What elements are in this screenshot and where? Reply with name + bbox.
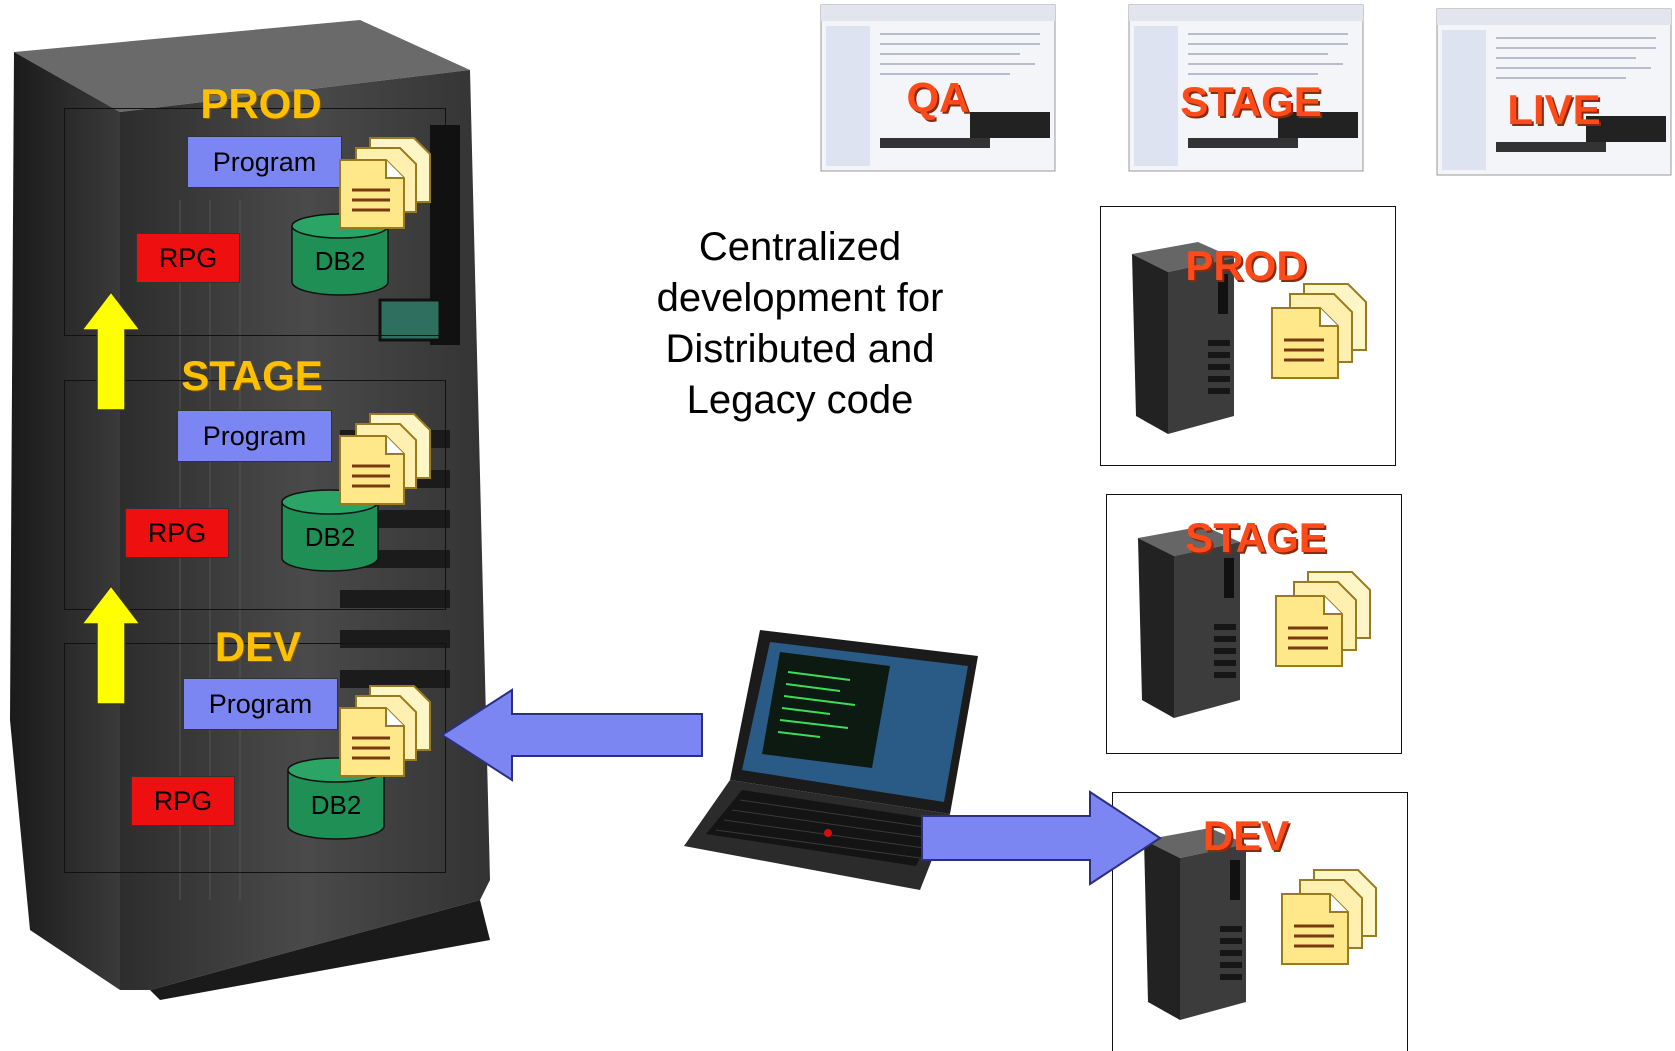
distributed-stage-document-stack-icon bbox=[1275, 571, 1371, 667]
laptop-icon bbox=[684, 630, 978, 890]
distributed-prod-document-stack-icon bbox=[1271, 283, 1367, 379]
stage-db2-database-cylinder-icon: DB2 bbox=[281, 489, 379, 572]
distributed-stage-title: STAGE bbox=[1185, 514, 1327, 561]
stage-document-stack-icon bbox=[339, 413, 431, 505]
prod-rpg-box: RPG bbox=[136, 233, 240, 283]
dev-db2-database-cylinder-icon: DB2 bbox=[287, 757, 385, 840]
distributed-prod-title: PROD bbox=[1185, 242, 1307, 289]
live-web-page-label: LIVE bbox=[1507, 86, 1601, 133]
distributed-dev-server-tower-icon bbox=[1144, 828, 1246, 1020]
stage-db2-label: DB2 bbox=[305, 522, 356, 552]
prod-document-stack-icon bbox=[339, 137, 431, 229]
stage-to-prod-arrow-up-icon bbox=[80, 290, 142, 411]
distributed-stage-server-tower-icon bbox=[1138, 526, 1240, 718]
stage-web-page-label: STAGE bbox=[1180, 78, 1322, 125]
laptop-to-distributed-dev-arrow-right-icon bbox=[921, 790, 1162, 886]
prod-program-box: Program bbox=[187, 136, 342, 188]
prod-environment-frame bbox=[64, 108, 446, 336]
caption-line-1: Centralized bbox=[698, 225, 902, 269]
caption-line-3: Distributed and bbox=[665, 327, 935, 371]
caption-line-4: Legacy code bbox=[686, 378, 914, 422]
dev-program-box: Program bbox=[183, 678, 338, 730]
caption-line-2: development for bbox=[656, 276, 944, 320]
laptop-to-mainframe-dev-arrow-left-icon bbox=[440, 688, 703, 782]
dev-environment-title: DEV bbox=[214, 623, 302, 670]
stage-rpg-box: RPG bbox=[125, 508, 229, 558]
stage-environment-frame bbox=[64, 380, 446, 610]
dev-document-stack-icon bbox=[339, 685, 431, 777]
qa-web-page-thumbnail-icon bbox=[820, 4, 1056, 172]
stage-program-box: Program bbox=[177, 410, 332, 462]
dev-to-stage-arrow-up-icon bbox=[80, 584, 142, 705]
dev-db2-label: DB2 bbox=[311, 790, 362, 820]
dev-environment-frame bbox=[64, 643, 446, 873]
stage-environment-title: STAGE bbox=[181, 352, 323, 399]
live-web-page-thumbnail-icon bbox=[1436, 8, 1672, 176]
qa-web-page-label: QA bbox=[906, 74, 970, 121]
centralized-development-caption: Centralized development for Distributed … bbox=[600, 222, 1000, 426]
prod-environment-title: PROD bbox=[200, 80, 322, 127]
prod-db2-label: DB2 bbox=[315, 246, 366, 276]
distributed-prod-server-tower-icon bbox=[1132, 242, 1234, 434]
distributed-dev-document-stack-icon bbox=[1281, 869, 1377, 965]
stage-web-page-thumbnail-icon bbox=[1128, 4, 1364, 172]
distributed-dev-title: DEV bbox=[1202, 812, 1290, 859]
dev-rpg-box: RPG bbox=[131, 776, 235, 826]
prod-db2-database-cylinder-icon: DB2 bbox=[291, 213, 389, 296]
